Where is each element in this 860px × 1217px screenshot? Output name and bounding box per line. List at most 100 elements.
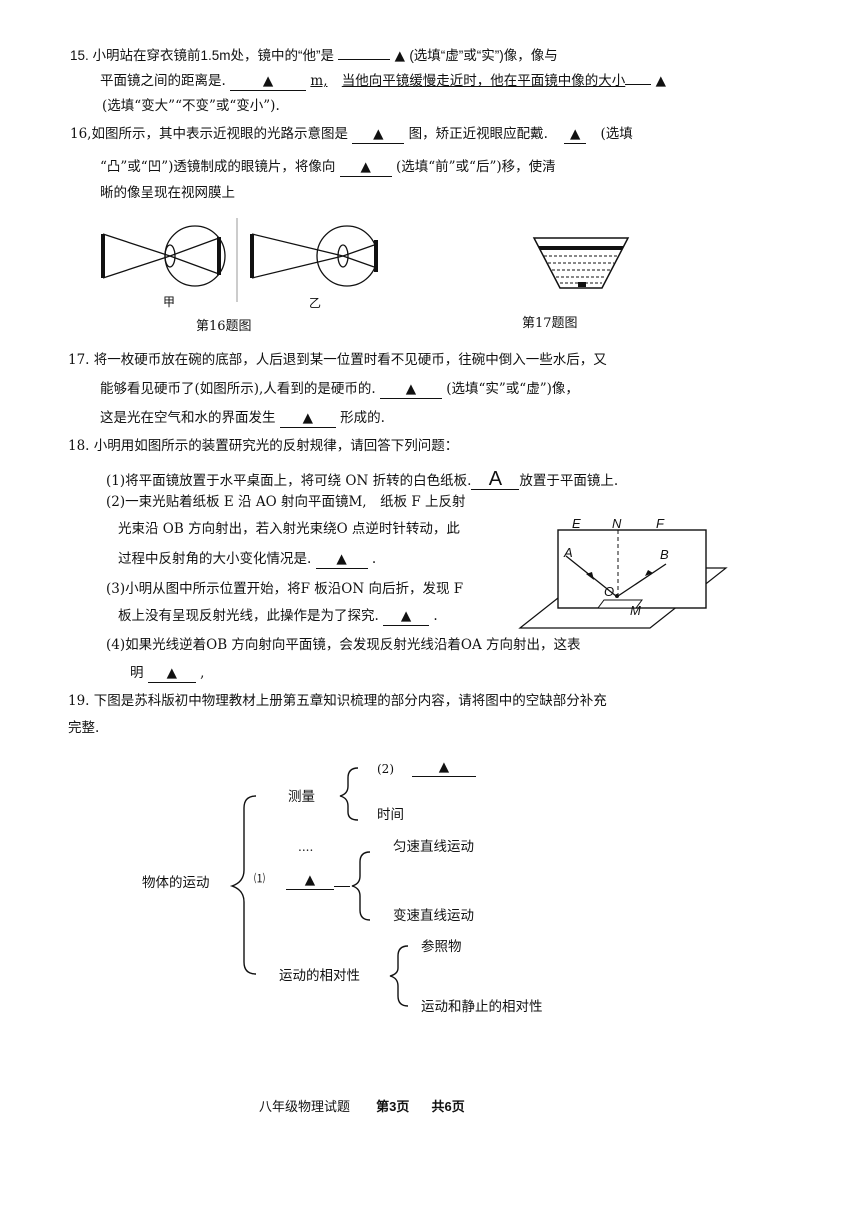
q17-text-2a: 能够看见硬币了(如图所示),人看到的是硬币的.	[100, 381, 376, 397]
bowl-figure	[532, 237, 630, 289]
q16-line3: 晰的像呈现在视网膜上	[100, 185, 235, 201]
q16-text-a: 16,如图所示，其中表示近视眼的光路示意图是	[70, 126, 348, 142]
tree-dots: ....	[298, 840, 314, 854]
tree-root: 物体的运动	[142, 875, 210, 891]
label-f: F	[656, 516, 664, 531]
q18-s2-l3: 过程中反射角的大小变化情况是. ▲ .	[118, 549, 376, 569]
q15-text-2c: 当他向平镜缓慢走近时，他在平面镜中像的大小	[341, 73, 626, 89]
q16-line1: 16,如图所示，其中表示近视眼的光路示意图是 ▲ 图，矫正近视眼应配戴. ▲ (…	[70, 124, 633, 144]
tree-blank2[interactable]: ▲	[412, 757, 476, 777]
q18-s3-text: 板上没有呈现反射光线，此操作是为了探究.	[118, 608, 379, 624]
q17-line3: 这是光在空气和水的界面发生 ▲ 形成的.	[100, 408, 385, 428]
tree-variable: 变速直线运动	[393, 908, 474, 924]
q18-s3-dot: .	[433, 608, 438, 624]
q18-s2-l2: 光束沿 OB 方向射出，若入射光束绕O 点逆时针转动，此	[118, 521, 460, 537]
q17-text-3b: 形成的.	[340, 410, 385, 426]
tree-blank1-num: ⑴	[254, 872, 265, 885]
brace-relativity	[389, 945, 409, 987]
q16-text-c: (选填	[600, 126, 633, 142]
footer-page: 第3页	[376, 1099, 410, 1114]
label-a: A	[564, 545, 573, 560]
q15-text-b: (选填“虚”或“实”)像，像与	[409, 48, 558, 63]
brace-measure	[339, 767, 359, 821]
tree-connector	[334, 886, 350, 887]
q18-s4-comma: ,	[200, 665, 205, 681]
q17-line1: 17. 将一枚硬币放在碗的底部，人后退到某一位置时看不见硬币，往碗中倒入一些水后…	[68, 352, 607, 368]
coin	[578, 282, 586, 287]
tree-blank2-num: (2)	[377, 762, 394, 776]
tree-rel-motion: 运动和静止的相对性	[421, 999, 543, 1015]
q18-s2-dot: .	[371, 551, 377, 567]
footer-subject: 八年级物理试题	[259, 1100, 351, 1115]
ray-ob	[617, 563, 667, 597]
q15-mark1: ▲	[394, 48, 406, 64]
arrow-a	[586, 572, 594, 580]
q18-s3-l2: 板上没有呈现反射光线，此操作是为了探究. ▲ .	[118, 606, 438, 626]
paper-board	[557, 529, 707, 609]
q16-text-2a: “凸”或“凹”)透镜制成的眼镜片，将像向	[100, 159, 336, 175]
q17-text-2b: (选填“实”或“虚”)像，	[446, 381, 579, 397]
label-e: E	[572, 516, 581, 531]
q17-blank2[interactable]: ▲	[279, 409, 336, 428]
q19-line2: 完整.	[68, 720, 100, 736]
knowledge-tree-brackets	[229, 767, 409, 1007]
eye-diagram-jia	[101, 225, 226, 287]
tree-time: 时间	[377, 807, 404, 823]
q15-line2: 平面镜之间的距离是. ▲ m, 当他向平镜缓慢走近时，他在平面镜中像的大小 ▲	[100, 71, 666, 91]
q18-s4-text: 明	[130, 665, 144, 681]
q18-s1-text-a: (1)将平面镜放置于水平桌面上，将可绕 ON 折转的白色纸板.	[106, 473, 472, 489]
q18-s2-l1: (2)一束光贴着纸板 E 沿 AO 射向平面镜M, 纸板 F 上反射	[106, 494, 466, 510]
tree-blank1-line[interactable]: ▲	[286, 871, 334, 890]
eye-diagram-yi	[250, 225, 378, 287]
footer-total: 共6页	[431, 1099, 465, 1114]
q16-blank3[interactable]: ▲	[339, 158, 392, 177]
q18-s1-text-b: 放置于平面镜上.	[519, 473, 619, 489]
q18-s3-l1: (3)小明从图中所示位置开始，将F 板沿ON 向后折，发现 F	[106, 581, 464, 597]
q18-s3-blank[interactable]: ▲	[383, 607, 430, 626]
arrow-b	[645, 570, 653, 576]
label-b: B	[660, 547, 669, 562]
q15-text-2a: 平面镜之间的距离是.	[100, 73, 226, 89]
q18-s1-blank[interactable]: A	[471, 469, 520, 490]
tree-reference: 参照物	[421, 939, 462, 955]
q15-text-2b: m,	[310, 73, 328, 89]
q16-blank2[interactable]: ▲	[564, 125, 587, 144]
tree-measure: 测量	[288, 789, 315, 805]
q15-mark3: ▲	[655, 73, 666, 89]
label-jia: 甲	[163, 295, 176, 309]
label-m: M	[630, 603, 641, 618]
q16-blank1[interactable]: ▲	[352, 125, 405, 144]
label-yi: 乙	[309, 296, 322, 310]
q16-line2: “凸”或“凹”)透镜制成的眼镜片，将像向 ▲ (选填“前”或“后”)移，使清	[100, 157, 556, 177]
brace-root	[229, 795, 257, 975]
q16-figures	[101, 218, 378, 302]
q16-text-2b: (选填“前”或“后”)移，使清	[395, 159, 556, 175]
q17-blank1[interactable]: ▲	[379, 380, 442, 399]
q18-title: 18. 小明用如图所示的装置研究光的反射规律，请回答下列问题：	[68, 438, 459, 454]
caption-17: 第17题图	[522, 316, 578, 331]
tree-relativity: 运动的相对性	[279, 968, 360, 984]
brace-type	[351, 851, 371, 921]
reflection-apparatus	[518, 529, 728, 629]
caption-16: 第16题图	[196, 319, 252, 334]
q15-line3: (选填“变大”“不变”或“变小”).	[102, 98, 280, 114]
q15-blank1[interactable]	[338, 59, 391, 60]
q18-s4-l1: (4)如果光线逆着OB 方向射向平面镜，会发现反射光线沿着OA 方向射出，这表	[106, 637, 581, 653]
q18-s2-text: 过程中反射角的大小变化情况是.	[118, 551, 312, 567]
q19-line1: 19. 下图是苏科版初中物理教材上册第五章知识梳理的部分内容，请将图中的空缺部分…	[68, 693, 607, 709]
tree-blank2-line[interactable]: ▲	[412, 758, 476, 777]
page-footer: 八年级物理试题 第3页 共6页	[259, 1096, 465, 1115]
q15-blank3[interactable]	[625, 84, 652, 85]
q18-s4-blank[interactable]: ▲	[147, 664, 196, 683]
mirror-m	[597, 599, 643, 609]
q18-s2-blank[interactable]: ▲	[315, 550, 368, 569]
tree-uniform: 匀速直线运动	[393, 839, 474, 855]
q18-s4-l2: 明 ▲ ,	[130, 663, 204, 683]
label-o: O	[604, 584, 615, 599]
tree-blank1[interactable]: ▲	[286, 870, 334, 890]
q15-text-a: 15. 小明站在穿衣镜前1.5m处，镜中的“他”是	[70, 48, 335, 63]
q16-text-b: 图，矫正近视眼应配戴.	[408, 126, 548, 142]
q15-blank2[interactable]: ▲	[230, 72, 307, 91]
q15-line1: 15. 小明站在穿衣镜前1.5m处，镜中的“他”是 ▲ (选填“虚”或“实”)像…	[70, 46, 558, 66]
